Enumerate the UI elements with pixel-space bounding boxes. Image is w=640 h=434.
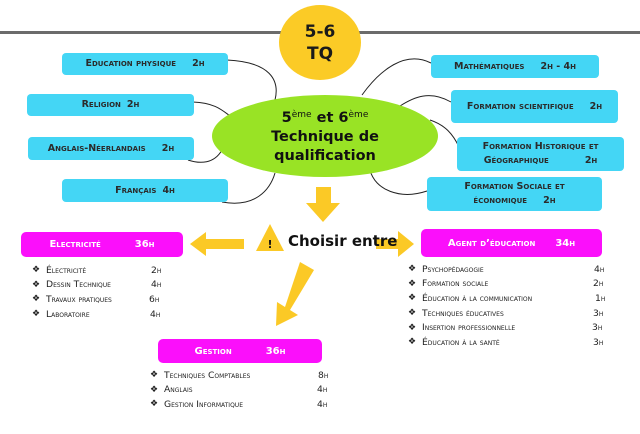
bullet-icon: ❖ xyxy=(408,264,417,275)
badge-line2: TQ xyxy=(306,43,334,64)
connector-education-physique xyxy=(226,59,277,101)
center-topic: 5ème et 6ème Technique de qualification xyxy=(212,95,438,177)
warning-icon: ! xyxy=(256,224,284,251)
bullet-icon: ❖ xyxy=(32,309,41,320)
connector-francais xyxy=(221,172,276,204)
bullet-icon: ❖ xyxy=(150,399,159,410)
bullet-icon: ❖ xyxy=(150,384,159,395)
bullet-icon: ❖ xyxy=(408,293,417,304)
choose-label: Choisir entre xyxy=(288,232,398,250)
center-line3: qualification xyxy=(274,148,376,164)
bullet-icon: ❖ xyxy=(408,337,417,348)
connector-religion xyxy=(192,101,231,117)
bullet-icon: ❖ xyxy=(408,308,417,319)
connector-mathematiques xyxy=(361,58,432,96)
bullet-icon: ❖ xyxy=(408,322,417,333)
arrow-down xyxy=(306,187,340,222)
level-badge: 5-6 TQ xyxy=(279,5,361,80)
center-line1: 5ème et 6ème xyxy=(281,110,369,126)
connector-formation-sociale xyxy=(369,169,428,195)
badge-line1: 5-6 xyxy=(304,21,336,42)
connector-formation-scientifique xyxy=(399,95,452,107)
bullet-icon: ❖ xyxy=(150,370,159,381)
arrow-right xyxy=(376,231,414,257)
arrow-down-left xyxy=(276,262,314,326)
bullet-icon: ❖ xyxy=(32,294,41,305)
svg-text:!: ! xyxy=(267,238,272,251)
arrow-left xyxy=(190,232,244,256)
bullet-icon: ❖ xyxy=(408,278,417,289)
connector-anglais xyxy=(187,149,223,163)
bullet-icon: ❖ xyxy=(32,265,41,276)
center-line2: Technique de xyxy=(271,129,379,145)
bullet-icon: ❖ xyxy=(32,279,41,290)
